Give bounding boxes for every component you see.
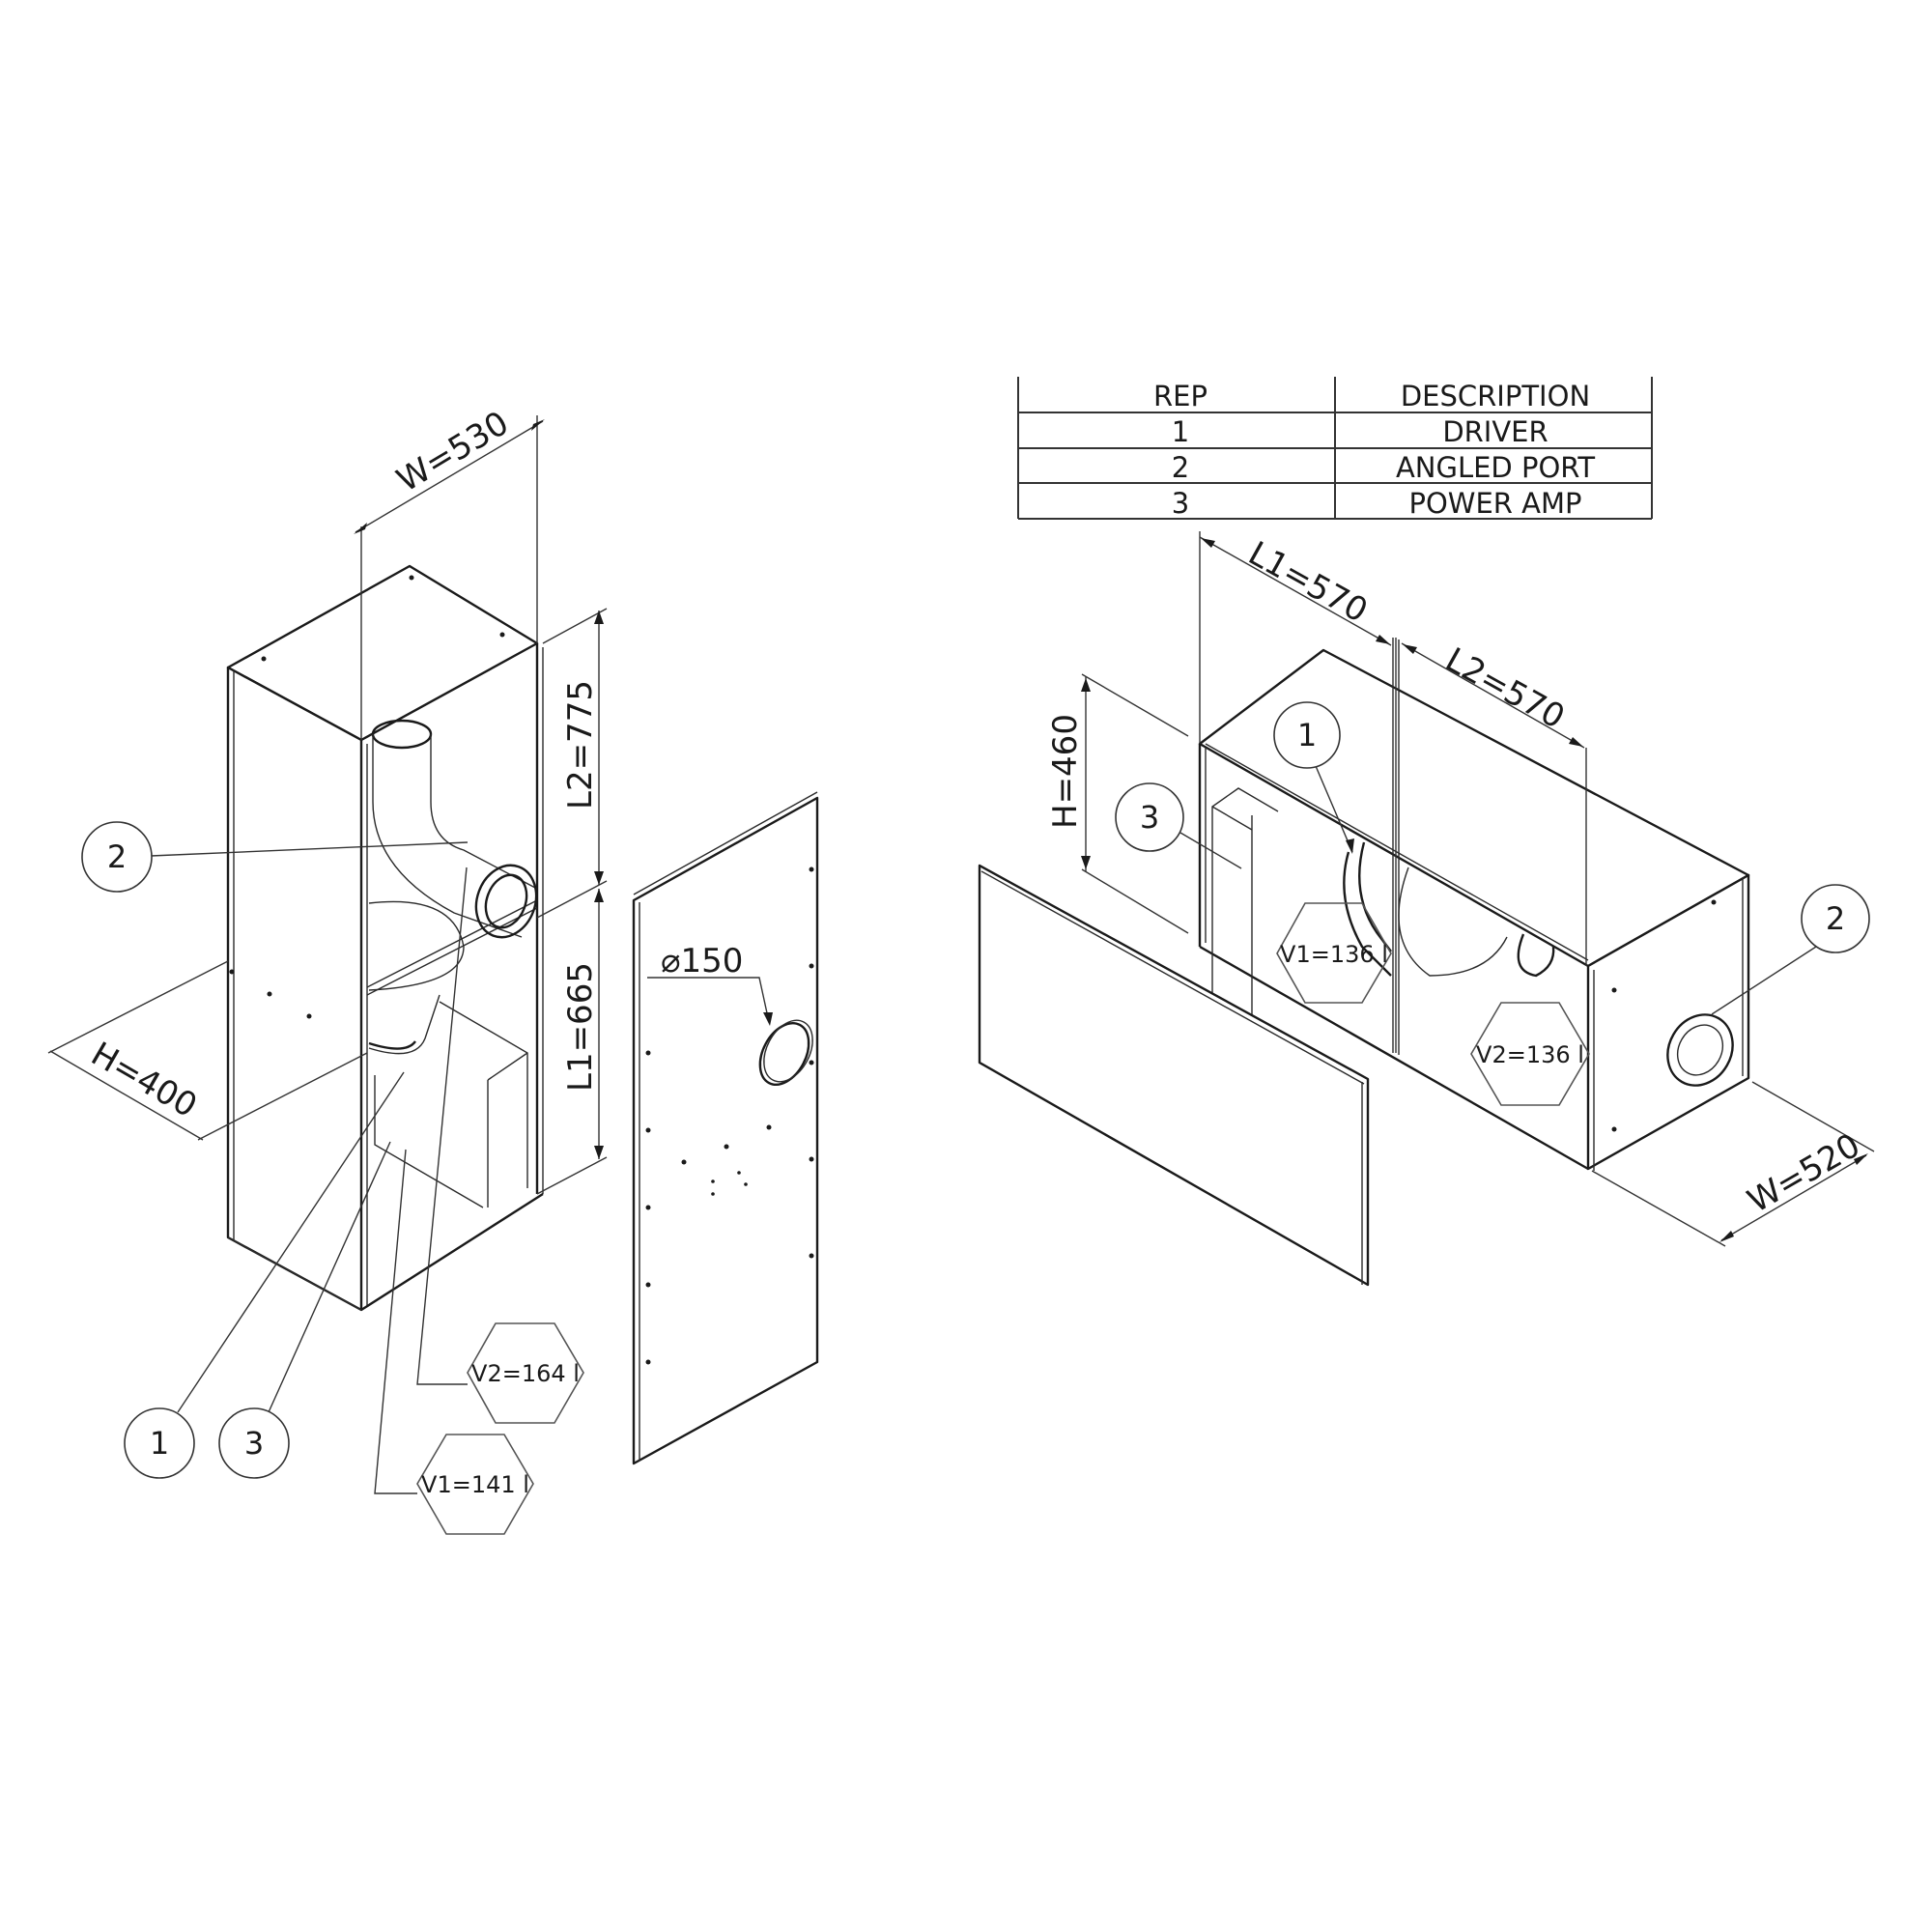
driver [368,900,465,1055]
table-header-description: DESCRIPTION [1401,380,1590,412]
table-cell-rep: 2 [1172,451,1189,484]
vertical-enclosure-annotations: 2 1 3 V2=164 l V1=141 l [81,821,584,1535]
end-panel [1586,873,1750,1171]
dim-l1: L1=665 [561,962,600,1092]
table-cell-rep: 1 [1172,415,1189,448]
power-amp [374,1001,528,1208]
dim-l1: L1=570 [1242,534,1375,631]
top-panel [1198,648,1750,968]
table-cell-description: POWER AMP [1408,487,1581,520]
angled-port [371,719,538,939]
parts-table: REP DESCRIPTION 1 DRIVER 2 ANGLED PORT 3… [1017,377,1653,520]
balloon-amp: 3 [1140,799,1159,836]
table-header-rep: REP [1153,380,1208,412]
table-cell-description: DRIVER [1442,415,1548,448]
balloon-port: 2 [1826,900,1845,937]
front-panel: ⌀150 [632,791,819,1465]
volume-v1: V1=136 l [1280,941,1388,968]
horizontal-front-panel [978,864,1370,1287]
balloon-driver: 1 [1297,717,1317,753]
vertical-enclosure [226,564,544,1312]
dim-width: W=530 [390,404,515,500]
volume-v1: V1=141 l [421,1471,529,1498]
hole-diameter: ⌀150 [661,942,743,980]
dim-height: H=460 [1046,714,1085,829]
side-panel [226,666,363,1312]
table-cell-rep: 3 [1172,487,1189,520]
horizontal-enclosure-annotations: 1 3 2 V1=136 l V2=136 l [1115,701,1870,1106]
volume-v2: V2=164 l [471,1360,580,1387]
volume-v2: V2=136 l [1476,1041,1584,1068]
balloon-driver: 1 [150,1425,169,1462]
dim-height: H=400 [85,1035,204,1125]
dim-width: W=520 [1742,1126,1867,1221]
balloon-amp: 3 [244,1425,264,1462]
table-cell-description: ANGLED PORT [1396,451,1595,484]
dim-l2: L2=775 [561,680,600,810]
balloon-port: 2 [107,838,127,875]
